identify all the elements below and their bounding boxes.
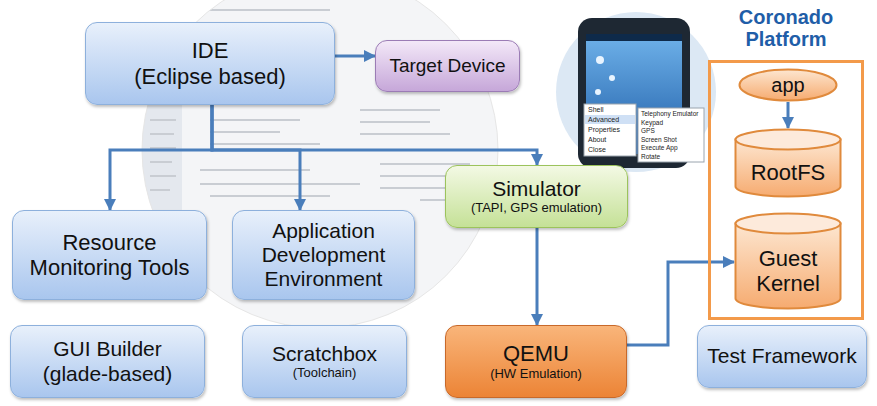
node-label: Resource Monitoring Tools bbox=[21, 230, 198, 281]
code-line bbox=[210, 131, 280, 133]
node-label: app bbox=[771, 74, 804, 97]
menu-item: Shell bbox=[588, 105, 604, 114]
phone-backdrop bbox=[556, 12, 716, 172]
tree-line bbox=[150, 189, 170, 191]
emulator-box: QEMU(HW Emulation) bbox=[445, 325, 627, 398]
code-line bbox=[210, 119, 300, 121]
phone-body bbox=[578, 18, 690, 168]
menu-item: Keypad bbox=[641, 119, 663, 127]
phone-status-bar bbox=[586, 34, 682, 41]
node-label: IDE bbox=[192, 38, 229, 63]
node-label: GUI Builder bbox=[53, 337, 162, 361]
node-sublabel: (Toolchain) bbox=[293, 366, 357, 381]
device-box: Target Device bbox=[375, 40, 520, 92]
menu-item: Close bbox=[588, 145, 606, 154]
tool-box: GUI Builder(glade-based) bbox=[10, 325, 205, 398]
code-line bbox=[420, 309, 480, 311]
code-line bbox=[360, 133, 450, 135]
node-label: Application Development Environment bbox=[241, 219, 406, 291]
code-line bbox=[200, 9, 330, 11]
tree-line bbox=[150, 161, 172, 163]
code-line bbox=[360, 109, 440, 111]
code-line bbox=[210, 143, 320, 145]
storage-cylinder: Guest Kernel bbox=[734, 212, 842, 310]
node-label: Scratchbox bbox=[272, 342, 377, 366]
screen-icon bbox=[609, 75, 615, 81]
menu-item: About bbox=[588, 135, 606, 144]
cylinder-top bbox=[736, 130, 841, 150]
node-label: Simulator bbox=[492, 177, 581, 201]
simulator-box: Simulator(TAPI, GPS emulation) bbox=[445, 165, 628, 228]
tool-box: Scratchbox(Toolchain) bbox=[242, 325, 407, 398]
node-label: Test Framework bbox=[707, 344, 856, 368]
tool-box: IDE(Eclipse based) bbox=[85, 22, 335, 105]
menu-item: Screen Shot bbox=[641, 136, 677, 144]
tool-box: Application Development Environment bbox=[232, 210, 415, 300]
menu-highlight bbox=[585, 115, 635, 124]
menu-item: Properties bbox=[588, 125, 620, 134]
screen-icon bbox=[596, 56, 604, 64]
connector-arrow bbox=[787, 102, 790, 128]
ellipse-shape bbox=[740, 70, 837, 101]
context-menu bbox=[584, 104, 636, 156]
screen-icon bbox=[595, 89, 601, 95]
tool-box: Resource Monitoring Tools bbox=[12, 210, 207, 300]
platform-heading: Coronado Platform bbox=[721, 6, 851, 50]
node-label: QEMU bbox=[503, 341, 569, 366]
connector-arrow bbox=[212, 105, 537, 165]
cylinder-body bbox=[736, 224, 841, 309]
node-label: RootFS bbox=[751, 160, 826, 185]
node-sublabel: (TAPI, GPS emulation) bbox=[471, 201, 602, 216]
connector-arrow bbox=[212, 105, 300, 210]
node-label: Target Device bbox=[389, 55, 505, 77]
tree-line bbox=[150, 175, 176, 177]
tool-box: Test Framework bbox=[697, 325, 867, 388]
app-ellipse: app bbox=[738, 68, 838, 102]
code-line bbox=[210, 195, 330, 197]
storage-cylinder: RootFS bbox=[734, 128, 842, 198]
menu-item: Advanced bbox=[588, 115, 619, 124]
connector-arrow bbox=[536, 228, 539, 325]
connector-arrow bbox=[335, 55, 375, 58]
tree-line bbox=[150, 133, 174, 135]
menu-item: Execute App bbox=[641, 144, 678, 152]
node-label: Guest Kernel bbox=[740, 246, 836, 297]
code-line bbox=[200, 169, 310, 171]
cylinder-top bbox=[736, 214, 841, 234]
node-sublabel: (HW Emulation) bbox=[490, 367, 582, 382]
platform-frame: Coronado Platform appRootFS Guest Kernel bbox=[700, 0, 872, 322]
node-sublabel: (glade-based) bbox=[43, 362, 173, 386]
tree-line bbox=[150, 119, 176, 121]
menu-item: Telephony Emulator bbox=[641, 110, 698, 118]
context-submenu bbox=[638, 108, 704, 162]
menu-item: GPS bbox=[641, 127, 655, 135]
connector-arrow bbox=[110, 105, 212, 210]
menu-item: Rotate bbox=[641, 153, 660, 161]
code-line bbox=[360, 121, 430, 123]
node-sublabel: (Eclipse based) bbox=[134, 64, 286, 89]
code-line bbox=[200, 183, 360, 185]
